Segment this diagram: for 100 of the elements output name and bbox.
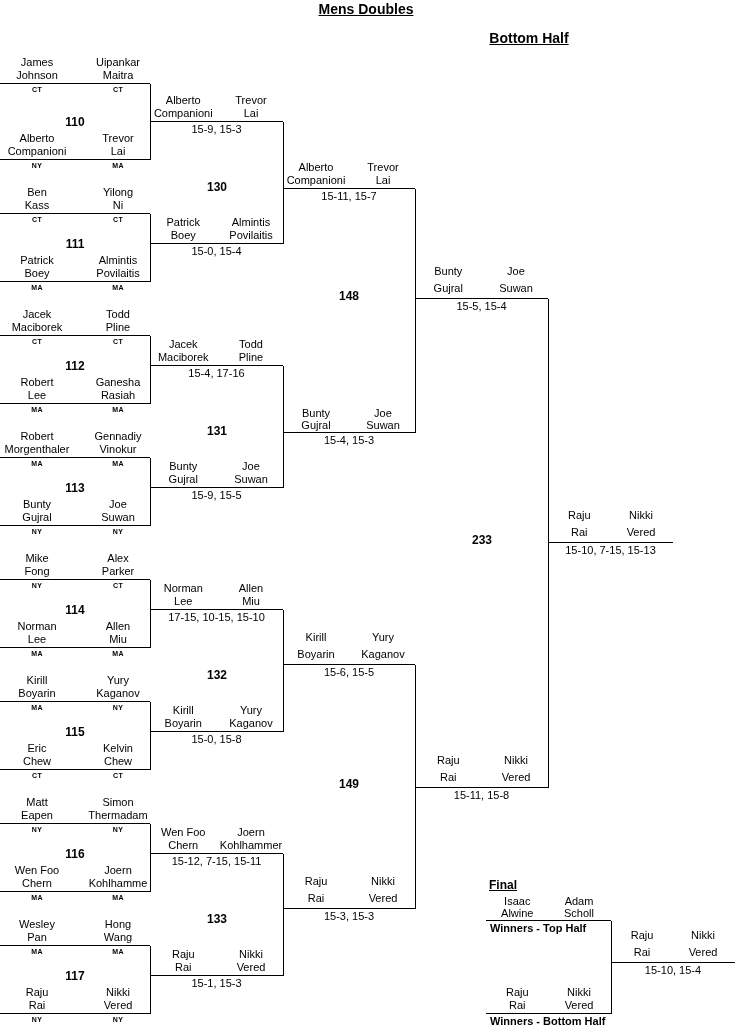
team-slot [283,160,415,189]
player-name: Ganesha Rasiah [95,376,141,402]
player-name: Kirill Boyarin [18,674,56,700]
player-name: Bunty Gujral [433,264,463,296]
match-number: 148 [339,289,359,303]
player-name: Joe Suwan [366,407,400,431]
bracket-line [611,962,612,1014]
bracket-line [150,579,151,610]
player-name: Bunty Gujral [22,498,52,524]
bracket-line [548,542,549,788]
player-name: Raju Rai [567,508,591,540]
team-slot [0,375,150,404]
player-name: Todd Pline [105,308,131,334]
player-name: Nikki Vered [564,986,594,1012]
bracket-line [415,664,416,788]
bracket-line [150,823,151,854]
team-slot [0,307,150,336]
match-score: 15-4, 15-3 [323,434,375,446]
player-name: Raju Rai [25,986,49,1012]
player-name: Patrick Boey [166,216,201,242]
player-name: Robert Lee [20,376,54,402]
match-number: 130 [207,180,227,194]
match-number: 116 [65,847,85,861]
player-name: Joe Suwan [499,264,533,296]
match-number: 117 [65,969,85,983]
bracket-line [611,920,612,963]
player-name: Nikki Vered [368,874,398,906]
player-name: Raju Rai [505,986,529,1012]
bracket-line [150,853,151,892]
player-name: Gennadiy Vinokur [94,430,142,456]
bracket-line [150,945,151,976]
title: Mens Doubles [318,1,414,17]
team-slot [150,215,283,244]
player-name: Raju Rai [436,753,460,785]
bracket-line [283,853,284,909]
player-name: Raju Rai [171,948,195,974]
match-score: 15-10, 7-15, 15-13 [565,544,656,556]
match-score: 15-12, 7-15, 15-11 [171,855,262,867]
player-name: Yury Kaganov [229,704,273,730]
bracket-line [283,365,284,433]
player-name: Kelvin Chew [103,742,133,768]
match-score: 15-3, 15-3 [323,910,375,922]
match-score: 15-0, 15-4 [191,245,242,257]
match-score: 15-5, 15-4 [456,300,507,312]
player-name: Uipankar Maitra [96,56,140,82]
player-name: Alex Parker [101,552,135,578]
team-slot [283,406,415,433]
section-heading: Final [489,878,517,892]
team-slot [0,497,150,526]
player-name: Todd Pline [238,338,264,364]
player-name: Robert Morgenthaler [4,430,70,456]
bracket-line [150,121,151,160]
team-slot [0,985,150,1014]
team-slot [150,93,283,122]
match-number: 149 [339,777,359,791]
team-slot [150,581,283,610]
player-name: Joe Suwan [101,498,135,524]
team-slot [0,551,150,580]
bracket-line [150,457,151,488]
player-name: Raju Rai [304,874,328,906]
match-number: 131 [207,424,227,438]
player-name: Allen Miu [105,620,131,646]
team-slot [0,741,150,770]
bracket-line [150,335,151,366]
bracket-line [283,188,284,244]
player-name: Trevor Lai [235,94,267,120]
team-slot [486,985,611,1014]
player-name: Jacek Maciborek [157,338,209,364]
player-name: Adam Scholl [564,895,594,919]
player-name: Wesley Pan [19,918,55,944]
team-slot [0,917,150,946]
player-name: Joern Kohlhamme [88,864,148,890]
player-name: Joe Suwan [234,460,268,486]
player-name: Almintis Povilaitis [96,254,140,280]
match-score: 15-6, 15-5 [323,666,375,678]
bracket-line [150,701,151,732]
player-name: Wen Foo Chern [14,864,60,890]
team-slot [0,55,150,84]
player-name: Patrick Boey [20,254,54,280]
bracket-line [415,188,416,299]
bracket-line [150,731,151,770]
match-number: 233 [472,533,492,547]
bracket-caption: Winners - Bottom Half [490,1015,606,1027]
player-name: Almintis Povilaitis [229,216,273,242]
team-slot [0,673,150,702]
match-number: 113 [65,481,85,495]
match-score: 15-1, 15-3 [191,977,242,989]
team-slot [0,253,150,282]
player-name: Alberto Companioni [286,161,346,187]
match-score: 17-15, 10-15, 15-10 [168,611,265,623]
match-score: 15-11, 15-7 [321,190,377,202]
team-slot [150,947,283,976]
player-name: Simon Thermadam [88,796,148,822]
player-name: Bunty Gujral [168,460,198,486]
bracket-caption: Winners - Top Half [490,922,587,934]
player-name: James Johnson [16,56,58,82]
bracket-line [150,83,151,122]
player-name: Nikki Vered [688,928,718,960]
match-number: 132 [207,668,227,682]
bracket-line [150,243,151,282]
